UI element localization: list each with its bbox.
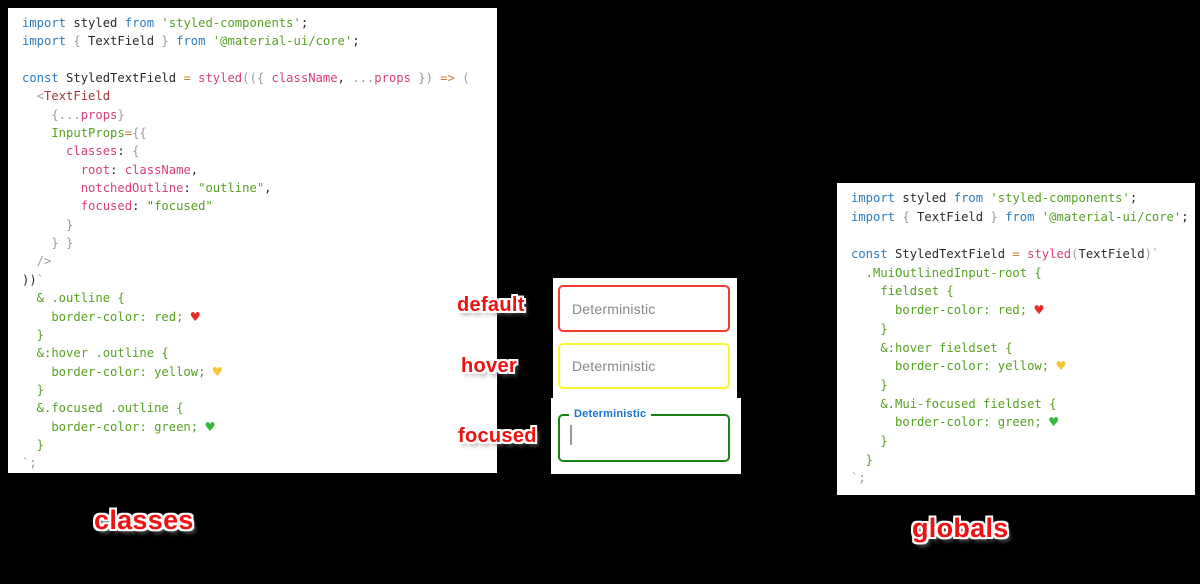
textfield-hover[interactable]: Deterministic [558,343,730,389]
textfield-default[interactable]: Deterministic [558,285,730,332]
annotation-default: default [457,294,525,316]
annotation-focused: focused [458,425,537,447]
textfield-focused[interactable]: Deterministic [558,408,730,462]
classes-code-snippet: import styled from 'styled-components';i… [8,8,497,473]
textfield-default-label: Deterministic [572,300,656,317]
text-cursor [570,425,572,445]
caption-classes: classes [94,505,194,535]
annotation-hover: hover [461,355,517,377]
textfield-focused-label: Deterministic [569,408,652,420]
globals-code-snippet: import styled from 'styled-components';i… [837,183,1195,495]
caption-globals: globals [912,513,1009,543]
textfield-hover-label: Deterministic [572,358,656,374]
